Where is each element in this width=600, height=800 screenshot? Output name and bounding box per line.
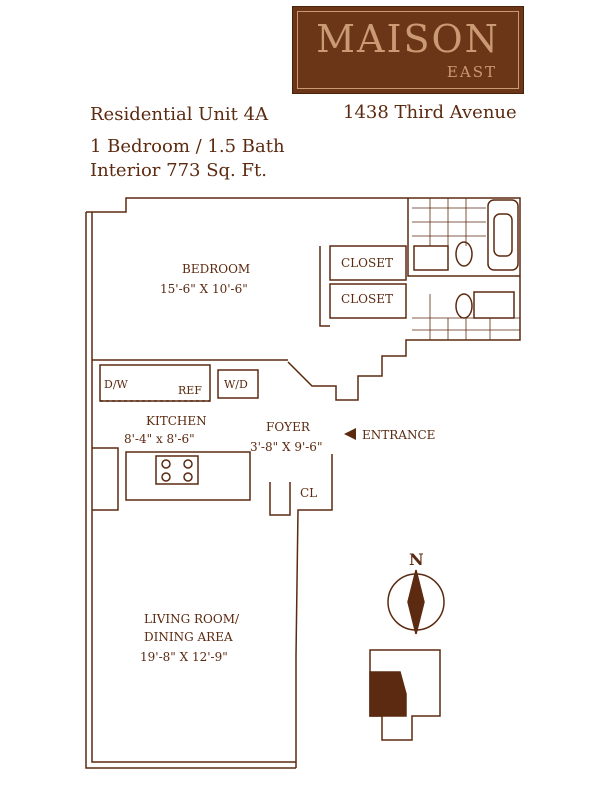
wd-closet [217, 369, 259, 399]
key-plan-unit [369, 671, 407, 717]
foyer-label: FOYER [266, 420, 310, 434]
ref-label: REF [178, 384, 202, 397]
compass-north-label: N [409, 550, 424, 569]
address: 1438 Third Avenue [343, 102, 517, 123]
unit-title: Residential Unit 4A [90, 104, 269, 125]
kitchen-island [125, 451, 251, 501]
bath1-toilet [455, 241, 473, 267]
logo-border [297, 11, 519, 89]
dw-label: D/W [104, 378, 128, 391]
closet-2-label: CLOSET [341, 292, 393, 306]
kitchen-dims: 8'-4" x 8'-6" [124, 432, 195, 446]
unit-area: Interior 773 Sq. Ft. [90, 160, 267, 181]
closet-1-box [329, 245, 407, 281]
entrance-label: ENTRANCE [362, 428, 436, 442]
top-wall [86, 197, 408, 213]
logo-subtitle: EAST [446, 63, 497, 81]
unit-layout: 1 Bedroom / 1.5 Bath [90, 136, 285, 157]
kitchen-jog [92, 447, 119, 511]
entrance-arrow [344, 428, 356, 440]
closet-cl-label: CL [300, 486, 318, 500]
living-label-2: DINING AREA [144, 630, 233, 644]
bath-divider [407, 198, 520, 277]
exterior-wall-outer [85, 212, 296, 769]
bedroom-label: BEDROOM [182, 262, 251, 276]
living-dims: 19'-8" X 12'-9" [140, 650, 228, 664]
exterior-wall-inner [91, 212, 296, 763]
living-label-1: LIVING ROOM/ [144, 612, 240, 626]
bathtub [487, 199, 519, 271]
living-right-wall [295, 454, 333, 768]
bedroom-dims: 15'-6" X 10'-6" [160, 282, 248, 296]
logo-brand: MAISON [316, 17, 500, 61]
bath1-sink [413, 245, 449, 271]
closet-2-box [329, 283, 407, 319]
maison-east-logo: MAISON EAST [292, 6, 524, 94]
closet-left-wall [319, 246, 330, 327]
bath2-sink [473, 291, 515, 319]
bath2-toilet [455, 293, 473, 319]
compass-needle [407, 569, 425, 635]
foyer-dims: 3'-8" X 9'-6" [250, 440, 323, 454]
east-wall [287, 197, 521, 401]
closet-1-label: CLOSET [341, 256, 393, 270]
kitchen-label: KITCHEN [146, 414, 207, 428]
wd-label: W/D [224, 378, 248, 391]
cooktop [155, 455, 199, 485]
